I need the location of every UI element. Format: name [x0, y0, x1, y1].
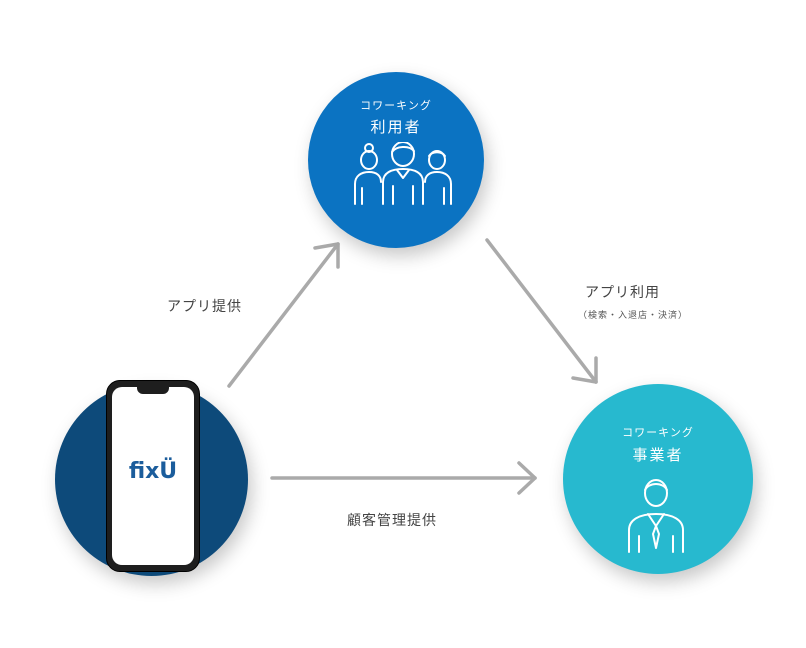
arrow-app-to-users [227, 242, 340, 388]
operator-title: 事業者 [632, 446, 684, 464]
users-node: コワーキング 利用者 [308, 72, 484, 248]
arrow-app-to-operator [270, 461, 537, 495]
operator-subtitle: コワーキング [622, 426, 694, 439]
label-customer-management: 顧客管理提供 [347, 513, 437, 529]
users-subtitle: コワーキング [360, 99, 432, 112]
arrow-users-to-operator [485, 238, 598, 384]
label-app-usage: アプリ利用 [585, 285, 660, 301]
group-of-people-icon [354, 142, 452, 205]
label-app-provision: アプリ提供 [167, 299, 242, 315]
label-app-usage-detail: （検索・入退店・決済） [578, 311, 689, 321]
users-title: 利用者 [370, 118, 422, 136]
smartphone-icon: fixÜ [106, 380, 200, 572]
phone-screen: fixÜ [112, 387, 194, 565]
phone-notch [137, 386, 169, 394]
operator-node: コワーキング 事業者 [563, 384, 753, 574]
fixu-logo: fixÜ [128, 459, 178, 484]
businessperson-icon [628, 479, 684, 553]
